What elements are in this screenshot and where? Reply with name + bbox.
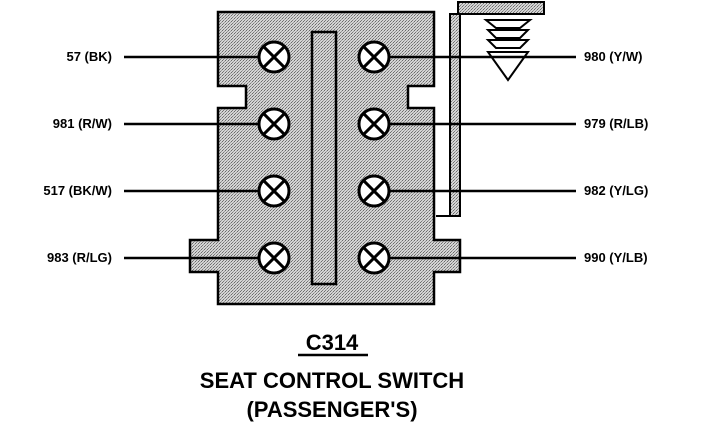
left-pin-cavity-icon-4 xyxy=(257,241,291,275)
connector-id: C314 xyxy=(306,330,359,355)
right-wire-label-4: 990 (Y/LB) xyxy=(584,250,648,265)
left-pin-cavity-icon-1 xyxy=(257,40,291,74)
left-wire-label-1: 57 (BK) xyxy=(66,49,112,64)
connector-subtitle: (PASSENGER'S) xyxy=(246,397,417,422)
left-wire-label-4: 983 (R/LG) xyxy=(47,250,112,265)
left-pin-cavity-icon-2 xyxy=(257,107,291,141)
center-lock-slot xyxy=(310,30,338,286)
right-pin-cavity-icon-1 xyxy=(357,40,391,74)
right-pin-cavity-icon-4 xyxy=(357,241,391,275)
right-pin-cavity-icon-2 xyxy=(357,107,391,141)
connector-latch xyxy=(436,1,545,217)
left-wire-label-2: 981 (R/W) xyxy=(53,116,112,131)
left-wire-label-3: 517 (BK/W) xyxy=(43,183,112,198)
connector-name: SEAT CONTROL SWITCH xyxy=(200,368,464,393)
right-wire-label-1: 980 (Y/W) xyxy=(584,49,643,64)
pin-layer xyxy=(257,40,391,275)
terminal-symbol-icon xyxy=(483,19,533,82)
right-wire-label-2: 979 (R/LB) xyxy=(584,116,648,131)
wire-layer xyxy=(124,55,576,260)
left-pin-cavity-icon-3 xyxy=(257,174,291,208)
right-wire-label-3: 982 (Y/LG) xyxy=(584,183,648,198)
right-pin-cavity-icon-3 xyxy=(357,174,391,208)
